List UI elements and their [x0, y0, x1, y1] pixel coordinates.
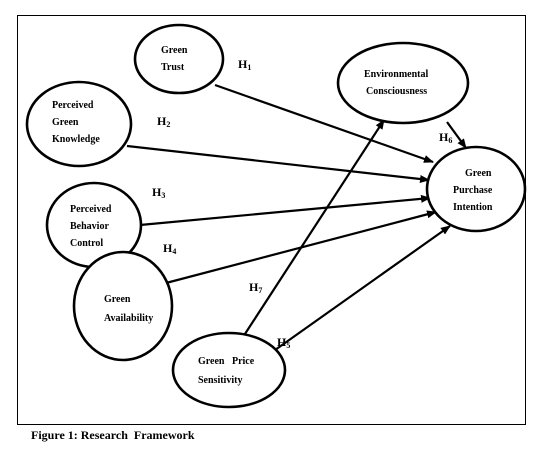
node-green-trust: Green Trust — [161, 45, 190, 73]
node-perceived-green-knowledge-shape — [25, 80, 133, 168]
node-label-line: Availability — [104, 313, 153, 324]
node-label-line: Perceived — [52, 100, 94, 111]
hypothesis-letter: H — [238, 57, 248, 71]
hypothesis-h4-label: H4 — [163, 241, 176, 256]
hypothesis-letter: H — [439, 130, 449, 144]
hypothesis-labels: H1 H2 H3 H4 H5 H6 H7 — [152, 57, 452, 350]
hypothesis-h2-label: H2 — [157, 114, 170, 129]
node-label-line: Knowledge — [52, 134, 100, 145]
node-label-line: Sensitivity — [198, 375, 242, 386]
hypothesis-h5-label: H5 — [277, 335, 290, 350]
node-environmental-consciousness-shape — [336, 41, 470, 125]
node-label-line: Green — [465, 168, 492, 179]
hypothesis-number: 2 — [166, 120, 170, 129]
node-label-line: Perceived — [70, 204, 112, 215]
node-green-availability: Green Availability — [104, 294, 153, 324]
hypothesis-number: 5 — [286, 341, 290, 350]
arrow-h1-trust-to-intention — [214, 83, 434, 164]
node-label-line: Green — [161, 45, 188, 56]
arrow-h6-consciousness-to-intention — [446, 121, 467, 149]
hypothesis-h7-label: H7 — [249, 280, 262, 295]
figure-frame — [17, 15, 526, 425]
hypothesis-number: 7 — [258, 286, 262, 295]
hypothesis-h1-label: H1 — [238, 57, 251, 72]
node-perceived-behavior-control: Perceived Behavior Control — [70, 204, 114, 249]
node-label-line: Control — [70, 238, 103, 249]
hypothesis-letter: H — [249, 280, 259, 294]
hypothesis-letter: H — [163, 241, 173, 255]
constructs — [25, 23, 527, 409]
hypothesis-letter: H — [277, 335, 287, 349]
arrow-h2-knowledge-to-intention — [126, 144, 430, 183]
arrow-h5-price-to-intention — [267, 225, 451, 356]
node-label-line: Purchase — [453, 185, 493, 196]
arrows — [126, 83, 467, 356]
node-label-line: Green Price — [198, 356, 255, 367]
node-green-price-sensitivity-shape — [171, 331, 287, 409]
node-label-line: Green — [104, 294, 131, 305]
hypothesis-number: 1 — [247, 63, 251, 72]
node-perceived-green-knowledge: Perceived Green Knowledge — [52, 100, 100, 145]
arrow-h3-control-to-intention — [139, 194, 431, 227]
hypothesis-number: 6 — [448, 136, 452, 145]
node-label-line: Behavior — [70, 221, 109, 232]
node-green-trust-shape — [133, 23, 225, 95]
hypothesis-letter: H — [152, 185, 162, 199]
hypothesis-number: 3 — [161, 191, 165, 200]
hypothesis-h6-label: H6 — [439, 130, 452, 145]
node-label-line: Intention — [453, 202, 493, 213]
node-green-availability-shape — [72, 250, 174, 362]
arrow-h7-price-to-consciousness — [242, 119, 385, 338]
node-green-price-sensitivity: Green Price Sensitivity — [198, 356, 272, 386]
figure-caption: Figure 1: Research Framework — [31, 428, 195, 442]
node-green-purchase-intention: Green Purchase Intention — [453, 168, 495, 213]
hypothesis-letter: H — [157, 114, 167, 128]
node-label-line: Environmental — [364, 69, 428, 80]
hypothesis-number: 4 — [172, 247, 176, 256]
hypothesis-h3-label: H3 — [152, 185, 165, 200]
node-environmental-consciousness: Environmental Consciousness — [364, 69, 431, 97]
node-green-purchase-intention-shape — [425, 145, 527, 233]
node-labels: Green Trust Perceived Green Knowledge Pe… — [52, 45, 495, 386]
node-label-line: Consciousness — [366, 86, 427, 97]
node-label-line: Trust — [161, 62, 185, 73]
node-label-line: Green — [52, 117, 79, 128]
